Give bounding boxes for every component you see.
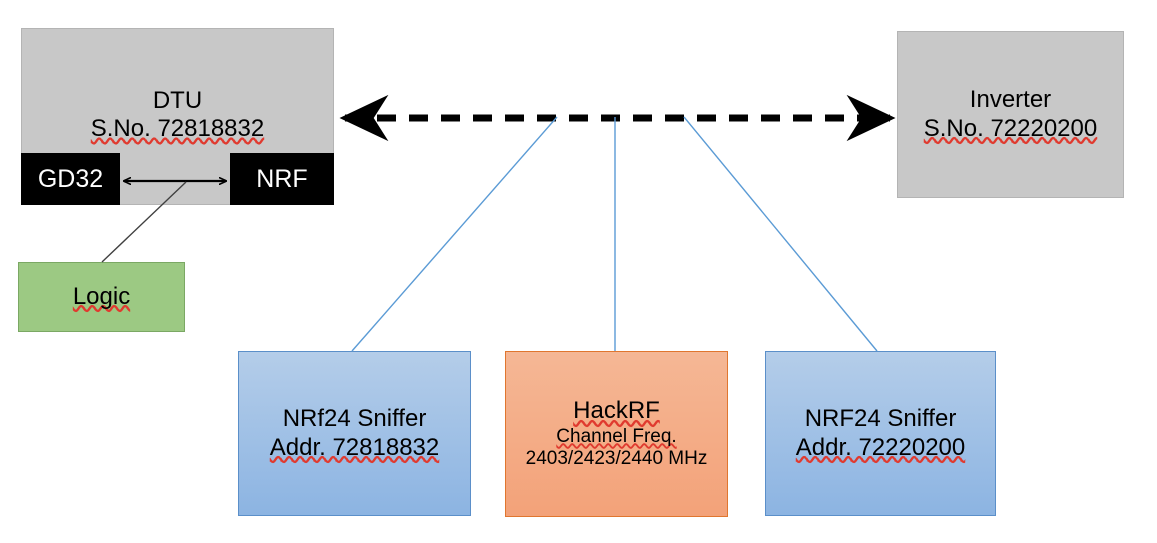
sniffer-right-text2: Addr. 72220200 <box>795 433 966 461</box>
node-inverter-title: Inverter <box>969 86 1052 114</box>
chip-nrf[interactable]: NRF <box>230 153 334 205</box>
node-hackrf-line2: Channel Freq. <box>556 426 676 448</box>
node-dtu-title: DTU <box>152 87 203 114</box>
chip-gd32[interactable]: GD32 <box>21 153 120 205</box>
node-hackrf-line1: HackRF <box>573 397 660 425</box>
node-dtu-serial-text: S.No. 72818832 <box>90 115 265 143</box>
node-logic[interactable]: Logic <box>18 262 185 332</box>
node-dtu-serial: S.No. 72818832 <box>22 115 333 143</box>
node-sniffer-left[interactable]: NRf24 Sniffer Addr. 72818832 <box>238 351 471 516</box>
sniffer-right-text1: NRF24 Sniffer <box>804 405 957 433</box>
hackrf-text2: Channel Freq. <box>556 425 677 447</box>
chip-nrf-label: NRF <box>256 164 308 193</box>
node-inverter-serial-text: S.No. 72220200 <box>923 114 1098 142</box>
chip-gd32-label: GD32 <box>37 164 104 193</box>
node-hackrf[interactable]: HackRF Channel Freq. 2403/2423/2440 MHz <box>505 351 728 517</box>
hackrf-text3: 2403/2423/2440 MHz <box>525 448 708 470</box>
node-inverter-labels: Inverter S.No. 72220200 <box>924 86 1097 143</box>
node-inverter-serial: S.No. 72220200 <box>924 115 1097 143</box>
node-logic-label: Logic <box>72 282 131 310</box>
hackrf-text1: HackRF <box>573 397 660 425</box>
node-sniffer-left-line2: Addr. 72818832 <box>270 434 440 462</box>
node-dtu-labels: DTU S.No. 72818832 <box>22 87 333 144</box>
node-sniffer-left-line1: NRf24 Sniffer <box>283 405 427 433</box>
connector-sniffer-right-tap <box>683 116 878 352</box>
node-sniffer-right[interactable]: NRF24 Sniffer Addr. 72220200 <box>765 351 996 516</box>
node-sniffer-right-line2: Addr. 72220200 <box>796 434 966 462</box>
node-hackrf-line3: 2403/2423/2440 MHz <box>526 448 708 470</box>
connector-sniffer-left-tap <box>351 116 558 352</box>
node-inverter[interactable]: Inverter S.No. 72220200 <box>897 31 1124 198</box>
node-sniffer-right-line1: NRF24 Sniffer <box>805 405 957 433</box>
sniffer-left-text2: Addr. 72818832 <box>269 433 440 461</box>
sniffer-left-text1: NRf24 Sniffer <box>282 405 427 433</box>
